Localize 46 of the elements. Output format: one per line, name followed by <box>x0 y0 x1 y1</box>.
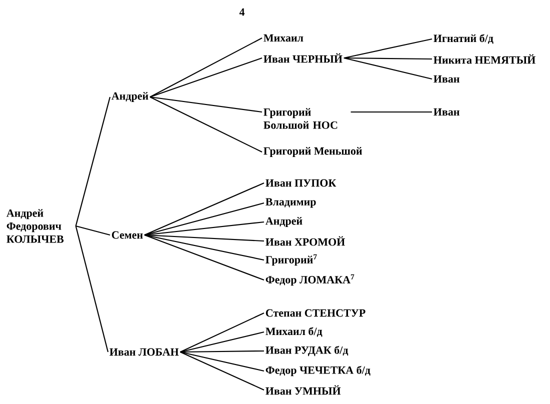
person-name: Иван ЧЕРНЫЙ <box>264 53 342 63</box>
person-name: Андрей Федорович КОЛЫЧЕВ <box>6 209 64 243</box>
person-name: Никита НЕМЯТЫЙ <box>434 54 536 64</box>
connector-line <box>150 96 262 152</box>
connector-line <box>344 57 432 60</box>
person-name: Иван УМНЫЙ <box>266 385 341 395</box>
person-name: Иван ХРОМОЙ <box>266 236 345 246</box>
person-name: Андрей <box>112 92 148 102</box>
connector-line <box>344 38 432 59</box>
person-name: Игнатий б/д <box>434 34 494 44</box>
connector-line <box>150 38 262 98</box>
person-name: Федор ЧЕЧЕТКА б/д <box>266 366 370 376</box>
connector-line <box>144 234 264 280</box>
person-name: Иван <box>434 75 460 83</box>
connector-line <box>144 182 264 236</box>
connector-line <box>180 351 264 372</box>
connector-line <box>150 57 262 98</box>
person-name: Иван <box>434 108 460 116</box>
person-name: Григорий Меньшой <box>264 147 362 157</box>
connector-line <box>150 96 262 113</box>
connector-line <box>180 351 264 390</box>
connector-line <box>344 57 432 80</box>
person-name: Михаил б/д <box>266 327 322 337</box>
person-name: Григорий$^{7}$ <box>266 254 317 266</box>
person-name: Семен <box>112 231 143 239</box>
person-name: Андрей <box>266 217 302 227</box>
connector-line <box>350 111 432 113</box>
connector-line <box>144 234 264 261</box>
connector-line <box>76 225 110 236</box>
person-name: Иван ПУПОК <box>266 179 336 187</box>
connector-line <box>144 221 264 236</box>
connector-line <box>75 226 109 352</box>
connector-line <box>144 234 264 242</box>
person-name: Степан СТЕНСТУР <box>266 309 366 317</box>
person-name: Владимир <box>266 198 316 208</box>
connector-line <box>180 331 264 353</box>
connector-line <box>180 312 264 352</box>
person-name: Иван ЛОБАН <box>110 348 179 356</box>
person-name: Федор ЛОМАКА$^{7}$ <box>266 274 354 286</box>
connector-line <box>75 96 111 226</box>
page-number: 4 <box>239 8 245 16</box>
connector-line <box>144 202 264 236</box>
person-name: Иван РУДАК б/д <box>266 346 348 356</box>
connector-line <box>180 350 264 353</box>
person-name: Григорий Большой НОС <box>264 108 338 129</box>
person-name: Михаил <box>264 34 304 42</box>
